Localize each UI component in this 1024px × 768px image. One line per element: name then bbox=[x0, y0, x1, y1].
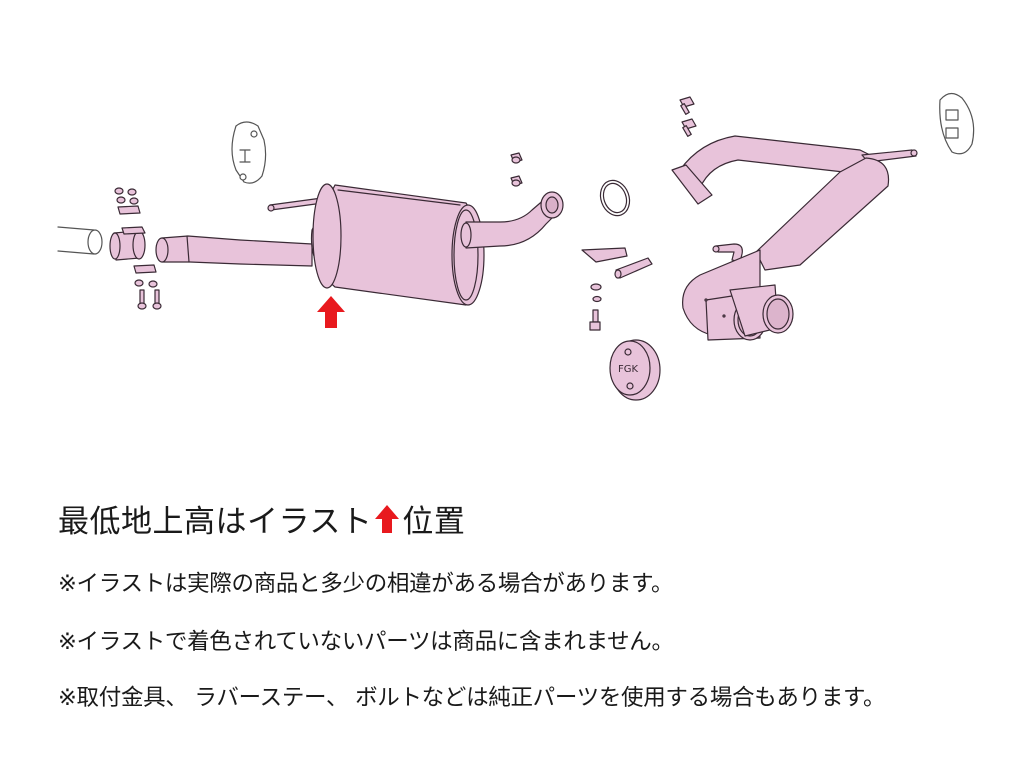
clamp-bolts bbox=[137, 289, 162, 310]
title-text-before: 最低地上高はイラスト bbox=[58, 504, 373, 540]
clamp-band bbox=[109, 226, 146, 261]
gasket bbox=[599, 179, 631, 217]
up-arrow-icon bbox=[317, 296, 345, 328]
rubber-mount-left bbox=[231, 121, 267, 184]
exhaust-exploded-diagram: FGK bbox=[57, 92, 975, 401]
note-uncolored-parts: ※イラストで着色されていないパーツは商品に含まれません。 bbox=[58, 629, 674, 655]
flange-bolts bbox=[679, 96, 697, 137]
hanger-stay bbox=[581, 247, 653, 279]
washers-and-bolt bbox=[589, 283, 602, 331]
rear-pipe-dual-tips bbox=[671, 135, 918, 341]
muffler-hanger-rod bbox=[267, 197, 324, 212]
flange-nuts bbox=[510, 152, 523, 187]
rubber-mount-right bbox=[939, 92, 975, 155]
ground-clearance-title: 最低地上高はイラスト 位置 bbox=[58, 496, 465, 541]
fgk-logo: FGK bbox=[618, 364, 639, 375]
title-text-after: 位置 bbox=[402, 504, 466, 540]
center-muffler bbox=[310, 183, 564, 306]
up-arrow-icon bbox=[375, 504, 400, 533]
front-pipe bbox=[155, 235, 313, 267]
stock-pipe bbox=[57, 226, 103, 255]
clamp-plates bbox=[117, 205, 157, 274]
fgk-rubber-hanger: FGK bbox=[609, 339, 661, 401]
clamp-nuts bbox=[114, 187, 158, 288]
note-genuine-parts: ※取付金具、 ラバーステー、 ボルトなどは純正パーツを使用する場合もあります。 bbox=[58, 685, 886, 711]
note-illustration-difference: ※イラストは実際の商品と多少の相違がある場合があります。 bbox=[58, 571, 674, 597]
